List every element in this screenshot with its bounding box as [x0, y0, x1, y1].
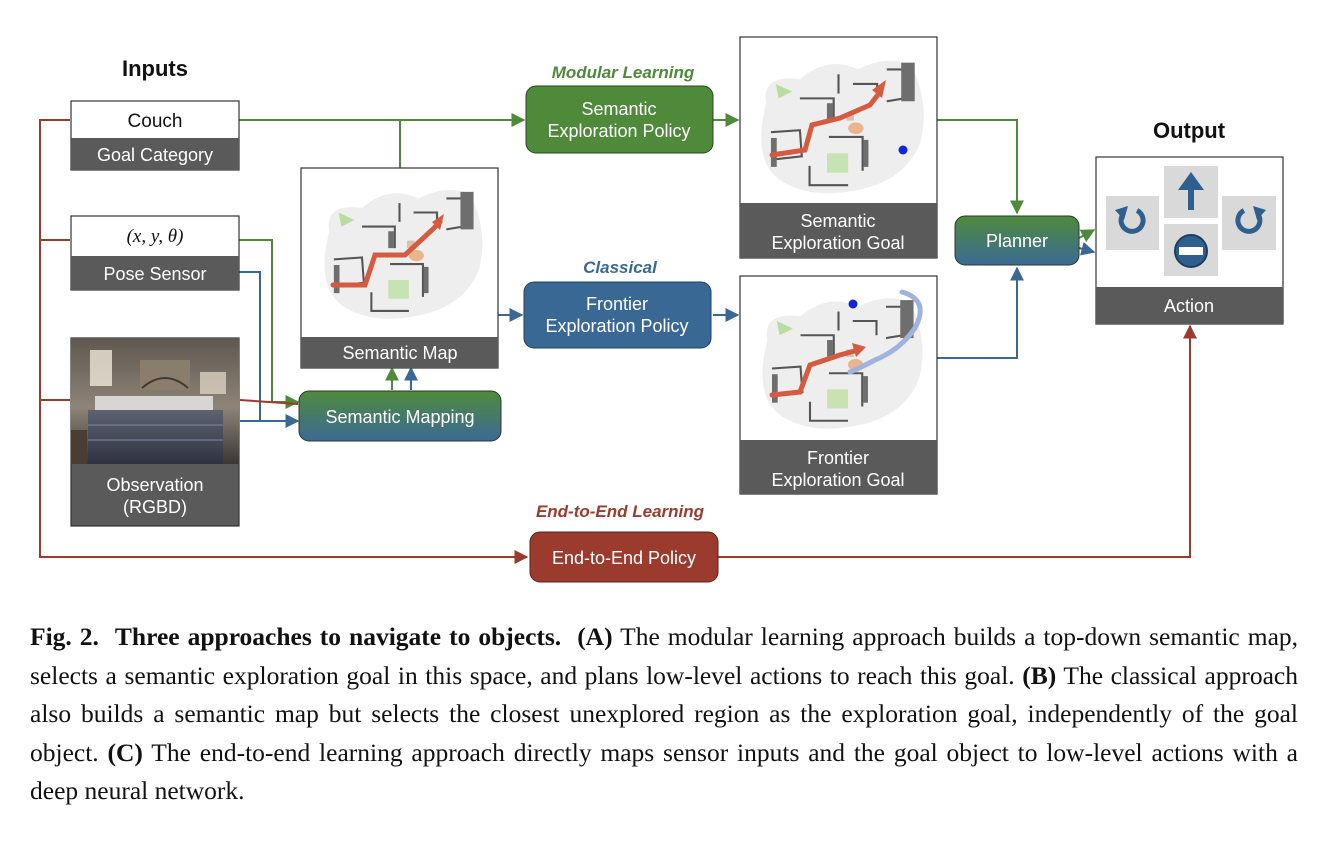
figure-label: Fig. 2.	[30, 622, 99, 651]
semantic-mapping-label: Semantic Mapping	[325, 407, 474, 427]
planner-module: Planner	[954, 215, 1080, 266]
observation-input: Observation (RGBD)	[70, 337, 240, 527]
semantic-exploration-goal-panel: Semantic Exploration Goal	[739, 36, 938, 259]
goal-value: Couch	[128, 111, 183, 132]
caption-text-b: The classical approach also builds a sem…	[30, 660, 1298, 767]
figure-caption: Fig. 2. Three approaches to navigate to …	[30, 618, 1298, 811]
turn-right-icon	[1222, 196, 1276, 250]
goal-category-input: Couch Goal Category	[70, 100, 240, 171]
frontier-exploration-goal-panel: Frontier Exploration Goal	[739, 275, 938, 495]
action-label: Action	[1164, 296, 1214, 316]
observation-label-line2: (RGBD)	[123, 497, 187, 517]
end-to-end-learning-label: End-to-End Learning	[536, 502, 705, 521]
classical-label: Classical	[583, 258, 658, 277]
figure-title: Three approaches to navigate to objects.	[114, 622, 562, 651]
semantic-goal-label-line2: Exploration Goal	[771, 233, 904, 253]
modular-learning-label: Modular Learning	[552, 63, 695, 82]
caption-label-a: (A)	[577, 622, 613, 651]
action-output: Action	[1095, 156, 1284, 325]
frontier-policy-label-line1: Frontier	[586, 294, 648, 314]
navigation-approaches-diagram: Inputs Output Modular Learning Classical…	[39, 36, 1284, 583]
semantic-map-panel: Semantic Map	[300, 167, 499, 369]
observation-label-line1: Observation	[106, 475, 203, 495]
semantic-map-label: Semantic Map	[342, 343, 457, 363]
bedroom-photo	[71, 338, 239, 464]
pose-sensor-input: (x, y, θ) Pose Sensor	[70, 215, 240, 291]
caption-text-c: The end-to-end learning approach directl…	[30, 737, 1298, 806]
semantic-mapping-module: Semantic Mapping	[298, 390, 502, 442]
semantic-policy-label-line1: Semantic	[581, 99, 656, 119]
pose-sensor-label: Pose Sensor	[103, 264, 206, 284]
inputs-header: Inputs	[122, 56, 188, 81]
turn-left-icon	[1106, 196, 1159, 250]
goal-category-label: Goal Category	[97, 145, 213, 165]
end-to-end-policy-module: End-to-End Policy	[529, 531, 719, 583]
stop-icon	[1164, 224, 1218, 276]
caption-label-b: (B)	[1022, 660, 1057, 690]
frontier-goal-point	[848, 299, 858, 309]
caption-label-c: (C)	[107, 737, 143, 767]
semantic-exploration-policy-module: Semantic Exploration Policy	[525, 85, 714, 154]
output-header: Output	[1153, 118, 1226, 143]
frontier-policy-label-line2: Exploration Policy	[545, 316, 688, 336]
frontier-goal-label-line1: Frontier	[807, 448, 869, 468]
frontier-exploration-policy-module: Frontier Exploration Policy	[523, 281, 712, 349]
frontier-goal-label-line2: Exploration Goal	[771, 470, 904, 490]
end-to-end-policy-label: End-to-End Policy	[552, 548, 696, 568]
semantic-goal-label-line1: Semantic	[800, 211, 875, 231]
caption-text-a: The modular learning approach builds a t…	[30, 622, 1299, 690]
move-forward-icon	[1164, 166, 1218, 218]
planner-label: Planner	[986, 231, 1048, 251]
semantic-policy-label-line2: Exploration Policy	[547, 121, 690, 141]
pose-value: (x, y, θ)	[127, 226, 184, 247]
semantic-goal-point	[898, 145, 908, 155]
